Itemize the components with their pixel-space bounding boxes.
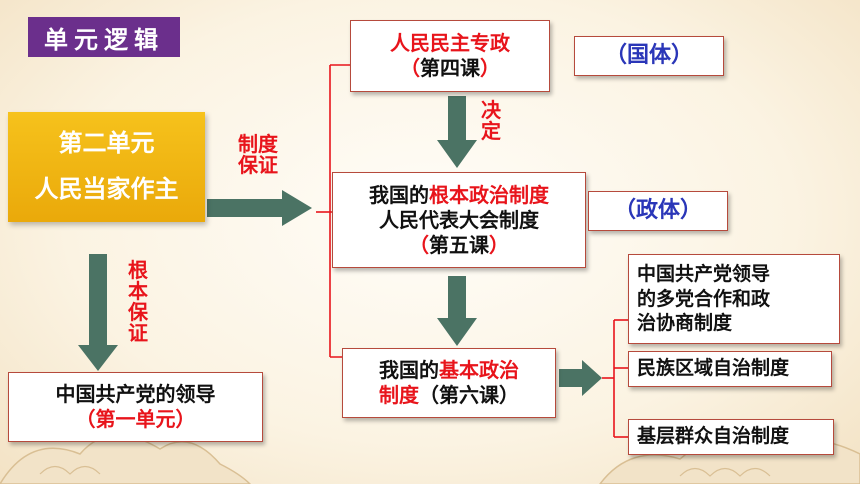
regional-autonomy-box: 民族区域自治制度 [628,351,832,387]
npc-system-label: 人民代表大会制度 [379,207,539,232]
unit-logic-badge: 单元逻辑 [28,17,180,57]
fundamental-lesson: 第五课 [429,232,489,257]
unit-one-label: （第一单元） [75,407,196,431]
state-system-title: 人民民主专政 [390,31,510,55]
basic-system-highlight: 基本政治 [439,358,519,382]
state-system-box: 人民民主专政 （第四课） [350,20,550,92]
party-leadership-box: 中国共产党的领导 （第一单元） [8,372,263,442]
party-leadership-title: 中国共产党的领导 [55,382,216,406]
unit-two-line1: 第二单元 [58,129,155,158]
fundamental-system-box: 我国的根本政治制度 人民代表大会制度 （第五课） [332,172,586,268]
basic-system-box: 我国的基本政治 制度（第六课） [342,348,556,418]
grassroots-autonomy-box: 基层群众自治制度 [628,419,834,455]
fundamental-system-highlight: 根本政治制度 [429,182,549,207]
government-form-tag: （政体） [588,191,728,231]
multiparty-cooperation-box: 中国共产党领导 的多党合作和政 治协商制度 [628,254,840,344]
state-system-lesson: 第四课 [420,56,480,80]
unit-two-line2: 人民当家作主 [34,175,179,203]
unit-logic-title: 单元逻辑 [44,25,164,54]
system-guarantee-label: 制度 保证 [238,132,278,177]
unit-two-box: 第二单元 人民当家作主 [8,112,205,222]
state-nature-tag: （国体） [574,36,724,76]
fundamental-guarantee-label: 根本 保证 [128,258,148,345]
basic-lesson: （第六课） [419,383,519,407]
decide-label: 决 定 [481,98,501,143]
